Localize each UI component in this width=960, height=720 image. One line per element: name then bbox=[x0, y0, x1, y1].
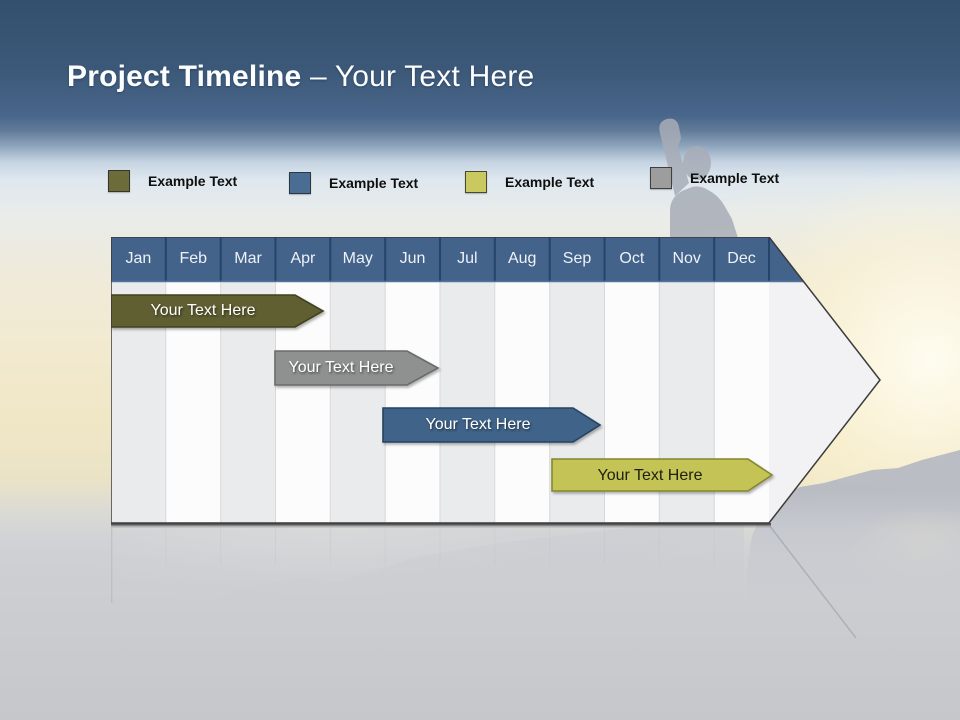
legend-swatch-gray bbox=[650, 167, 672, 189]
reflection-arrow-diagonal bbox=[768, 524, 857, 639]
month-cell: Oct bbox=[619, 250, 645, 267]
month-cell: Jan bbox=[125, 250, 152, 267]
timeline-bar-4 bbox=[551, 458, 774, 492]
page-title: Project Timeline – Your Text Here bbox=[67, 60, 534, 94]
silhouette-arm bbox=[659, 118, 689, 196]
reflection-bottom-band bbox=[111, 523, 771, 526]
title-bold: Project Timeline bbox=[67, 60, 302, 93]
month-cell: Jul bbox=[457, 250, 478, 267]
legend-item-4: Example Text bbox=[650, 167, 779, 189]
legend-item-1: Example Text bbox=[108, 170, 237, 192]
bar-label-3: Your Text Here bbox=[425, 416, 531, 433]
month-cell: Jun bbox=[399, 250, 426, 267]
silhouette-torso bbox=[670, 186, 738, 238]
month-cell: Mar bbox=[234, 250, 262, 267]
month-cell: Feb bbox=[179, 250, 208, 267]
legend-item-3: Example Text bbox=[465, 171, 594, 193]
header-cell-borders bbox=[164, 237, 770, 281]
legend-swatch-olive bbox=[108, 170, 130, 192]
month-cell: May bbox=[342, 250, 373, 267]
legend-swatch-yellow bbox=[465, 171, 487, 193]
timeline-bar-1 bbox=[111, 294, 325, 328]
legend-label: Example Text bbox=[505, 174, 595, 190]
title-regular: – Your Text Here bbox=[301, 60, 535, 93]
month-cell: Sep bbox=[562, 250, 592, 267]
legend-item-2: Example Text bbox=[289, 172, 418, 194]
mist-overlay bbox=[0, 490, 960, 720]
month-header-labels: Jan Feb Mar Apr May Jun Jul Aug Sep Oct … bbox=[111, 237, 769, 281]
month-cell: Nov bbox=[672, 250, 701, 267]
silhouette-head bbox=[683, 146, 711, 180]
legend-label: Example Text bbox=[329, 175, 419, 191]
bar-label-1: Your Text Here bbox=[150, 302, 256, 319]
reflection-column-lines bbox=[165, 527, 715, 565]
timeline-reflection bbox=[111, 523, 857, 639]
legend-label: Example Text bbox=[148, 173, 238, 189]
month-cell: Dec bbox=[727, 250, 756, 267]
timeline-bar-3 bbox=[382, 407, 602, 443]
bar-label-4: Your Text Here bbox=[597, 466, 703, 484]
reflection-bottom-band-soft bbox=[111, 525, 771, 528]
month-cell: Apr bbox=[290, 250, 316, 267]
timeline-chart bbox=[111, 237, 881, 524]
person-silhouette bbox=[659, 118, 738, 238]
arrow-outline bbox=[111, 237, 881, 524]
legend-label: Example Text bbox=[690, 170, 780, 186]
month-cell: Aug bbox=[507, 250, 537, 267]
timeline-bar-2 bbox=[274, 350, 440, 386]
legend-swatch-blue bbox=[289, 172, 311, 194]
bar-label-2: Your Text Here bbox=[288, 359, 394, 376]
